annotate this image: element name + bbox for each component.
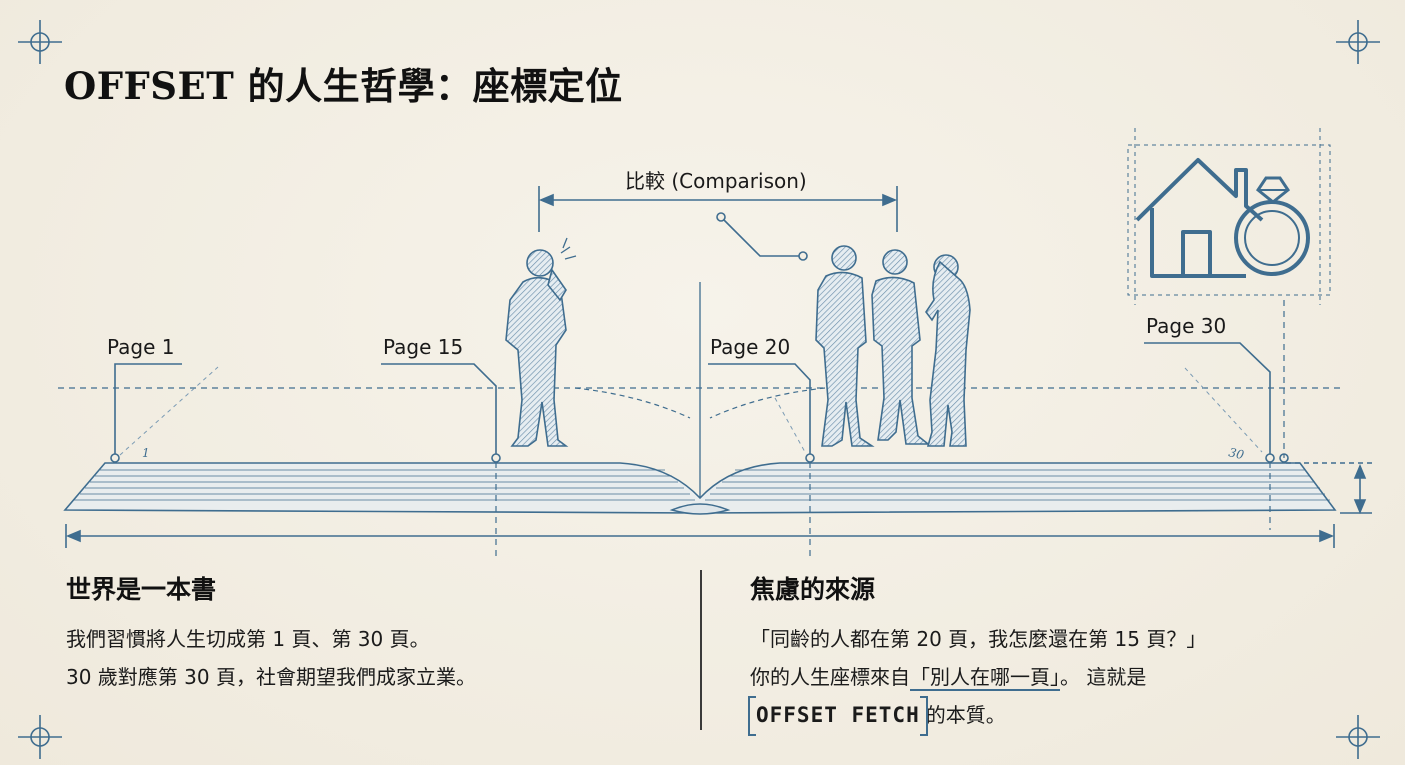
left-section-heading: 世界是一本書: [66, 575, 217, 604]
page-20-callout: Page 20: [708, 335, 815, 560]
left-section: 世界是一本書 我們習慣將人生切成第 1 頁、第 30 頁。 30 歲對應第 30…: [66, 570, 666, 696]
page-1-callout: Page 1: [107, 335, 219, 463]
corner-crosshair-icon: [18, 20, 1380, 759]
page-20-label: Page 20: [710, 335, 790, 359]
open-book: [63, 462, 1337, 515]
page-title: OFFSET 的人生哲學：座標定位: [64, 64, 623, 108]
line-3-suffix: 的本質。: [925, 703, 1006, 727]
left-section-line-2: 30 歲對應第 30 頁，社會期望我們成家立業。: [66, 665, 476, 689]
highlight-other-page: 「別人在哪一頁」: [910, 665, 1060, 691]
width-dimension-arrow: [65, 524, 1335, 548]
book-page-number-1: 1: [142, 446, 150, 460]
right-section: 焦慮的來源 「同齡的人都在第 20 頁，我怎麼還在第 15 頁？」 你的人生座標…: [748, 570, 1370, 736]
page-30-label: Page 30: [1146, 314, 1226, 338]
right-section-heading: 焦慮的來源: [750, 575, 876, 604]
person-on-phone-icon: [505, 237, 577, 447]
diamond-ring-icon: [1234, 176, 1310, 276]
house-icon: [1135, 158, 1264, 278]
page-1-label: Page 1: [107, 335, 175, 359]
left-section-line-1: 我們習慣將人生切成第 1 頁、第 30 頁。: [66, 627, 430, 651]
page-30-callout: Page 30: [1144, 300, 1289, 530]
offset-fetch-keyword: OFFSET FETCH: [748, 696, 928, 736]
line-2-prefix: 你的人生座標來自: [750, 665, 910, 689]
comparison-label: 比較 (Comparison): [625, 169, 807, 193]
book-page-number-30: 30: [1227, 445, 1245, 462]
right-section-quote: 「同齡的人都在第 20 頁，我怎麼還在第 15 頁？」: [750, 627, 1207, 651]
line-2-suffix: 。 這就是: [1060, 665, 1147, 689]
right-section-line-2: 你的人生座標來自「別人在哪一頁」。 這就是: [750, 658, 1370, 696]
group-of-three-people-icon: [815, 245, 971, 447]
page-15-callout: Page 15: [381, 335, 501, 560]
section-divider: [700, 570, 702, 730]
page-15-label: Page 15: [383, 335, 463, 359]
comparison-arrow: [538, 186, 898, 261]
icon-construction-guides: [1127, 128, 1331, 305]
height-dimension-arrow: [1286, 462, 1372, 515]
